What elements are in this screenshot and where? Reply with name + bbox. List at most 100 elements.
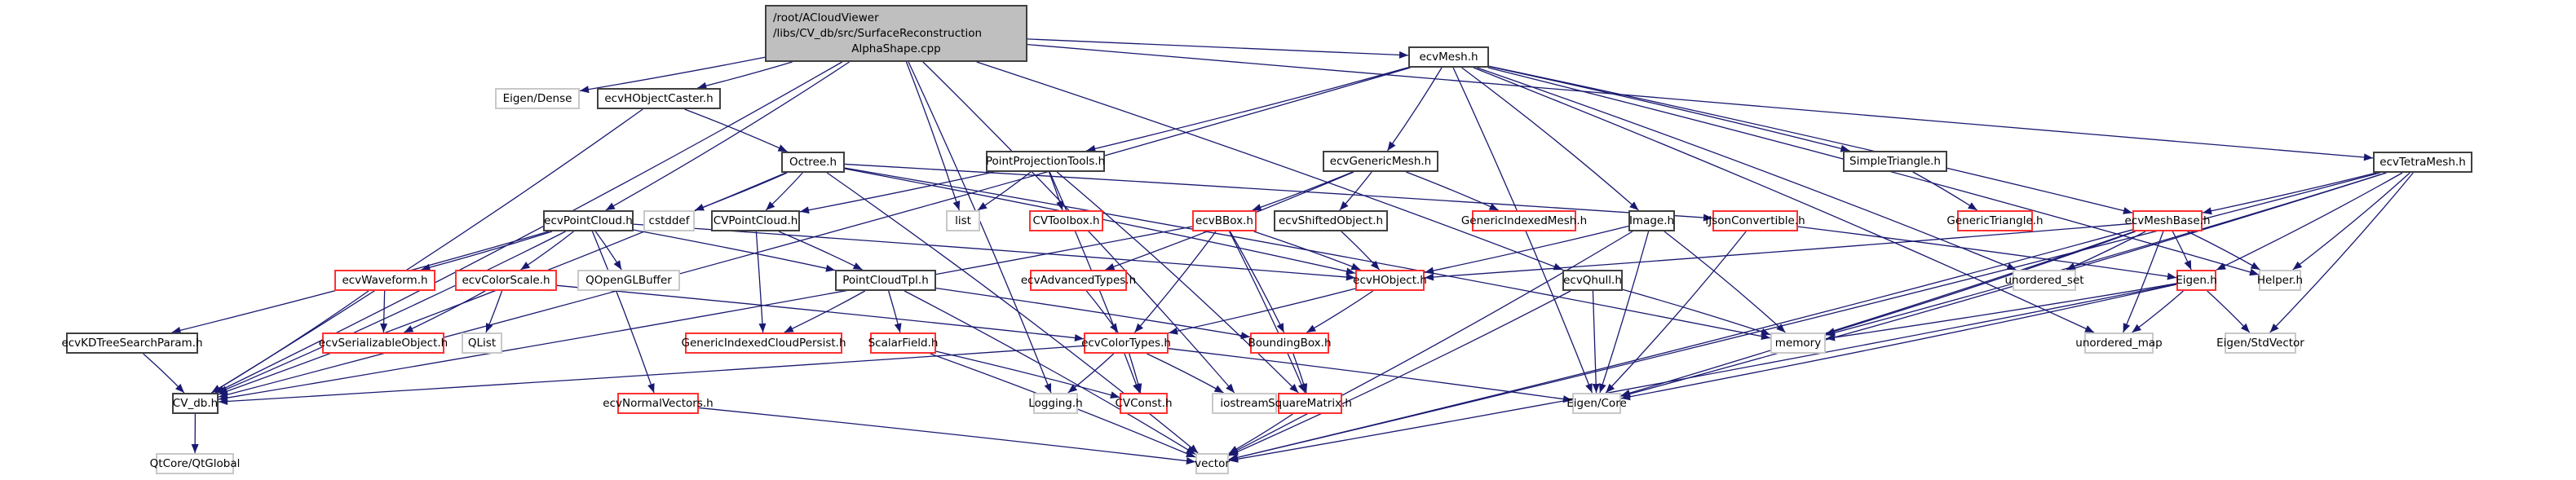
edge-ecvMesh-to-pointProjectionTools <box>1086 67 1409 152</box>
arrowhead-icon <box>1276 323 1284 332</box>
node-ecv-color-scale[interactable]: ecvColorScale.h <box>455 270 557 291</box>
node-eigen-core[interactable]: Eigen/Core <box>1566 393 1627 414</box>
edge-ecvTetraMesh-to-helper <box>2292 172 2410 271</box>
arrowhead-icon <box>1606 383 1615 393</box>
edge-simpleTriangle-to-genericTriangle <box>1912 171 1978 211</box>
arrowhead-icon <box>1169 327 1178 335</box>
node-point-cloud-tpl[interactable]: PointCloudTpl.h <box>835 270 936 291</box>
node-label: IJsonConvertible.h <box>1705 214 1805 227</box>
edge-ecvPointCloud-to-cv_db <box>218 231 566 394</box>
arrowhead-icon <box>800 206 810 214</box>
node-bounding-box[interactable]: BoundingBox.h <box>1248 332 1332 354</box>
node-helper[interactable]: Helper.h <box>2256 270 2304 291</box>
arrowhead-icon <box>211 385 222 393</box>
node-ecv-color-types[interactable]: ecvColorTypes.h <box>1081 332 1171 354</box>
node-ecv-advanced-types[interactable]: ecvAdvancedTypes.h <box>1021 270 1136 291</box>
node-ecv-tetra-mesh[interactable]: ecvTetraMesh.h <box>2373 152 2472 173</box>
edge-octree-to-memory <box>844 167 1771 339</box>
arrowhead-icon <box>1229 455 1239 463</box>
edge-root-to-ecvQhull <box>976 61 1563 271</box>
edge-ecvPointCloud-to-ecvHObject <box>633 223 1356 279</box>
edge-iJsonConvertible-to-eigenH <box>1797 226 2177 279</box>
node-label: unordered_map <box>2075 337 2163 350</box>
arrowhead-icon <box>580 86 590 94</box>
node-ecv-shifted-object[interactable]: ecvShiftedObject.h <box>1274 210 1388 231</box>
node-list[interactable]: list <box>946 210 980 231</box>
edge-ecvMeshBase-to-vector <box>1228 229 2133 460</box>
arrowhead-icon <box>1074 334 1084 342</box>
node-ecv-normal-vectors[interactable]: ecvNormalVectors.h <box>603 393 714 414</box>
node-ecv-serializable-object[interactable]: ecvSerializableObject.h <box>319 332 448 354</box>
node-unordered-set[interactable]: unordered_set <box>2004 270 2084 291</box>
node-memory[interactable]: memory <box>1770 332 1826 354</box>
node-simple-triangle[interactable]: SimpleTriangle.h <box>1843 151 1947 172</box>
arrowhead-icon <box>784 325 794 332</box>
node-image[interactable]: Image.h <box>1628 210 1675 231</box>
node-label: QOpenGLBuffer <box>585 274 672 287</box>
node-octree[interactable]: Octree.h <box>781 152 845 173</box>
node-vector[interactable]: vector <box>1195 453 1230 474</box>
arrowhead-icon <box>1968 202 1977 210</box>
arrowhead-icon <box>852 262 863 270</box>
node-q-open-glbuffer[interactable]: QOpenGLBuffer <box>577 270 680 291</box>
arrowhead-icon <box>1300 383 1308 393</box>
node-label: BoundingBox.h <box>1248 337 1332 350</box>
node-cv-point-cloud[interactable]: CVPointCloud.h <box>711 210 800 231</box>
node-label: ecvShiftedObject.h <box>1278 214 1384 227</box>
node-ecv-bbox[interactable]: ecvBBox.h <box>1192 210 1257 231</box>
node-square-matrix[interactable]: SquareMatrix.h <box>1268 393 1352 414</box>
node-cstddef[interactable]: cstddef <box>643 210 695 231</box>
node-i-json-convertible[interactable]: IJsonConvertible.h <box>1705 210 1805 231</box>
edge-ecvTetraMesh-to-eigen_stdvector <box>2269 172 2414 333</box>
node-ecv-kdtree-search-param[interactable]: ecvKDTreeSearchParam.h <box>61 332 203 354</box>
root-path-line-2: /libs/CV_db/src/SurfaceReconstruction <box>773 26 983 40</box>
node-cv-toolbox[interactable]: CVToolbox.h <box>1029 210 1103 231</box>
node-label: Helper.h <box>2256 274 2304 287</box>
node-generic-indexed-cloud-persist[interactable]: GenericIndexedCloudPersist.h <box>682 332 846 354</box>
edge-root-to-ecvHObjectCaster <box>697 61 793 89</box>
arrowhead-icon <box>647 383 655 393</box>
node-label: QtCore/QtGlobal <box>149 457 241 470</box>
node-eigen-stdvector[interactable]: Eigen/StdVector <box>2216 332 2304 354</box>
node-label: Eigen.h <box>2176 274 2217 287</box>
node-eigen-dense[interactable]: Eigen/Dense <box>495 88 580 109</box>
edge-pointProjectionTools-to-list <box>977 171 1032 211</box>
node-qt-core-global[interactable]: QtCore/QtGlobal <box>150 453 240 474</box>
node-eigen-h[interactable]: Eigen.h <box>2176 270 2217 291</box>
node-generic-triangle[interactable]: GenericTriangle.h <box>1946 210 2044 231</box>
node-ecv-point-cloud[interactable]: ecvPointCloud.h <box>543 210 634 231</box>
node-ecv-waveform[interactable]: ecvWaveform.h <box>334 270 435 291</box>
node-q-list[interactable]: QList <box>462 332 502 354</box>
node-ecv-hobject-caster[interactable]: ecvHObjectCaster.h <box>597 88 721 109</box>
node-iostream[interactable]: iostream <box>1212 393 1277 414</box>
edge-root-to-list <box>905 61 960 211</box>
edge-eigenH-to-memory <box>1825 283 2177 340</box>
root-node[interactable]: /root/ACloudViewer /libs/CV_db/src/Surfa… <box>765 5 1027 62</box>
edge-octree-to-vector <box>826 172 1199 454</box>
node-point-projection-tools[interactable]: PointProjectionTools.h <box>986 151 1105 172</box>
arrowhead-icon <box>825 264 835 272</box>
node-label: SquareMatrix.h <box>1268 397 1352 410</box>
edge-eigenH-to-vector <box>1228 283 2177 461</box>
node-ecv-mesh-base[interactable]: ecvMeshBase.h <box>2125 210 2211 231</box>
edge-ecvHObject-to-ecvColorTypes <box>1168 288 1356 334</box>
edge-ecvMesh-to-ecvGenericMesh <box>1386 67 1443 152</box>
node-ecv-qhull[interactable]: ecvQhull.h <box>1562 270 1623 291</box>
node-cv-const[interactable]: CVConst.h <box>1115 393 1173 414</box>
arrowhead-icon <box>2240 323 2250 332</box>
edge-ecvHObject-to-boundingBox <box>1306 290 1374 333</box>
node-scalar-field[interactable]: ScalarField.h <box>868 332 938 354</box>
node-unordered-map[interactable]: unordered_map <box>2075 332 2163 354</box>
arrowhead-icon <box>2363 153 2373 161</box>
node-generic-indexed-mesh[interactable]: GenericIndexedMesh.h <box>1461 210 1587 231</box>
node-label: unordered_set <box>2004 274 2084 287</box>
node-label: cstddef <box>648 214 690 227</box>
node-ecv-mesh[interactable]: ecvMesh.h <box>1408 46 1489 68</box>
node-ecv-hobject[interactable]: ecvHObject.h <box>1353 270 1427 291</box>
arrowhead-icon <box>485 323 493 332</box>
node-ecv-generic-mesh[interactable]: ecvGenericMesh.h <box>1323 151 1438 172</box>
node-logging[interactable]: Logging.h <box>1028 393 1083 414</box>
arrowhead-icon <box>2123 323 2131 332</box>
node-cv-db[interactable]: CV_db.h <box>172 393 219 414</box>
